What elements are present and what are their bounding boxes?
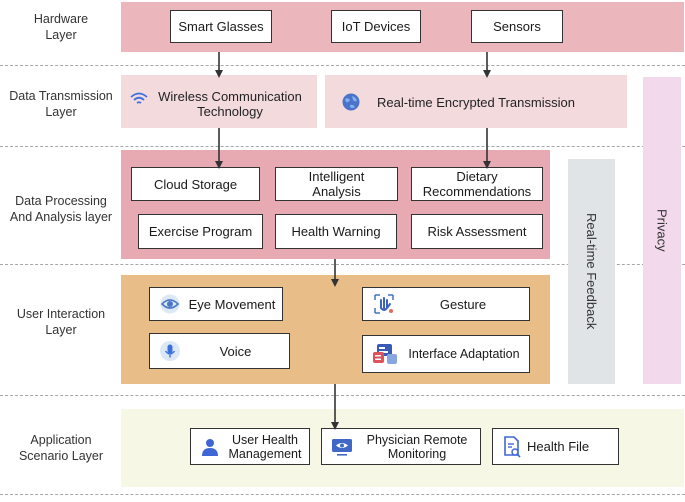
realtime-feedback-label: Real-time Feedback bbox=[584, 213, 599, 330]
transmission-band-left bbox=[121, 75, 317, 128]
layer-label-hardware: Hardware Layer bbox=[33, 12, 89, 42]
health-warning-label: Health Warning bbox=[291, 224, 381, 239]
health-file-box: Health File bbox=[492, 428, 619, 465]
iot-devices-box: IoT Devices bbox=[331, 10, 421, 43]
interface-adaptation-icon bbox=[371, 341, 399, 367]
separator bbox=[0, 494, 685, 495]
physician-monitoring-box: Physician Remote Monitoring bbox=[321, 428, 481, 465]
cloud-storage-box: Cloud Storage bbox=[131, 167, 260, 201]
privacy-label: Privacy bbox=[654, 209, 670, 252]
wireless-label: Wireless Communication Technology bbox=[158, 89, 302, 119]
microphone-icon bbox=[158, 339, 182, 363]
eye-icon bbox=[158, 293, 182, 315]
gesture-label: Gesture bbox=[439, 296, 487, 312]
user-health-label: User Health Management bbox=[228, 432, 302, 461]
separator bbox=[0, 146, 685, 147]
transmission-band-right bbox=[325, 75, 627, 128]
monitor-eye-icon bbox=[330, 436, 354, 458]
dietary-recommendations-box: Dietary Recommendations bbox=[411, 167, 543, 201]
layer-label-interaction: User Interaction Layer bbox=[16, 307, 106, 337]
layer-label-processing: Data Processing And Analysis layer bbox=[9, 194, 113, 224]
document-search-icon bbox=[501, 435, 523, 458]
gesture-box: Gesture bbox=[362, 287, 530, 321]
dietary-recommendations-label: Dietary Recommendations bbox=[422, 169, 532, 199]
intelligent-analysis-label: Intelligent Analysis bbox=[308, 169, 365, 199]
globe-icon bbox=[340, 91, 362, 113]
health-warning-box: Health Warning bbox=[275, 214, 397, 249]
privacy-bar: Privacy bbox=[643, 77, 681, 384]
layer-label-application: Application Scenario Layer bbox=[18, 433, 104, 463]
exercise-program-label: Exercise Program bbox=[148, 224, 253, 239]
interface-adaptation-box: Interface Adaptation bbox=[362, 335, 530, 373]
wireless-item: Wireless Communication Technology bbox=[128, 88, 318, 120]
smart-glasses-box: Smart Glasses bbox=[170, 10, 272, 43]
health-file-label: Health File bbox=[527, 439, 590, 454]
sensors-box: Sensors bbox=[471, 10, 563, 43]
encrypted-label: Real-time Encrypted Transmission bbox=[377, 94, 575, 110]
wifi-icon bbox=[128, 89, 150, 109]
layer-label-transmission: Data Transmission Layer bbox=[9, 89, 113, 119]
iot-devices-label: IoT Devices bbox=[341, 19, 411, 34]
sensors-label: Sensors bbox=[493, 19, 541, 34]
user-health-box: User Health Management bbox=[190, 428, 310, 465]
separator bbox=[0, 65, 685, 66]
cloud-storage-label: Cloud Storage bbox=[153, 176, 238, 192]
intelligent-analysis-box: Intelligent Analysis bbox=[275, 167, 398, 201]
separator bbox=[0, 264, 685, 265]
voice-label: Voice bbox=[219, 343, 252, 359]
interface-adaptation-label: Interface Adaptation bbox=[408, 346, 520, 361]
hand-gesture-icon bbox=[371, 292, 397, 316]
smart-glasses-label: Smart Glasses bbox=[178, 19, 264, 34]
eye-movement-box: Eye Movement bbox=[149, 287, 283, 321]
realtime-feedback-bar: Real-time Feedback bbox=[568, 159, 615, 384]
encrypted-item: Real-time Encrypted Transmission bbox=[340, 88, 620, 116]
user-icon bbox=[199, 436, 221, 458]
eye-movement-label: Eye Movement bbox=[188, 296, 276, 312]
physician-monitoring-label: Physician Remote Monitoring bbox=[366, 432, 468, 461]
separator bbox=[0, 395, 685, 396]
voice-box: Voice bbox=[149, 333, 290, 369]
risk-assessment-label: Risk Assessment bbox=[427, 224, 527, 239]
exercise-program-box: Exercise Program bbox=[138, 214, 263, 249]
risk-assessment-box: Risk Assessment bbox=[411, 214, 543, 249]
